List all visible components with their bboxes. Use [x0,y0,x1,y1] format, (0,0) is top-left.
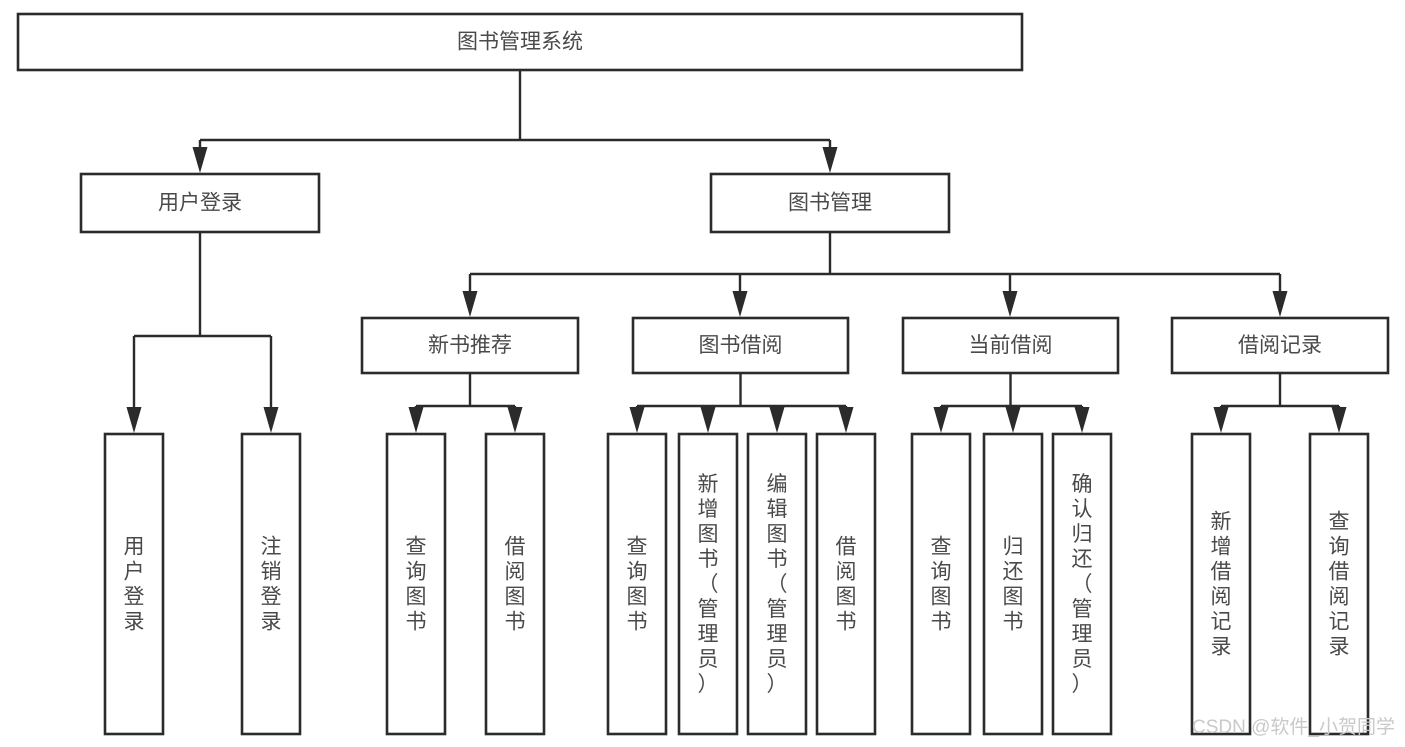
arrow-head-icon [732,291,748,317]
node-leaf-add-record-label: 新增借阅记录 [1211,511,1232,659]
node-leaf-return-book-box[interactable] [982,432,1044,736]
node-leaf-add-book[interactable]: 新增图书（管理员） [677,432,739,736]
node-leaf-query-record-box[interactable] [1308,432,1370,736]
node-current-borrow-label: 当前借阅 [969,334,1053,357]
arrow-head-icon [769,407,785,433]
node-leaf-user-login-label: 用户登录 [124,536,145,634]
arrow-head-icon [1074,407,1090,433]
node-leaf-user-login[interactable]: 用户登录 [103,432,165,736]
node-leaf-query-book-3-box[interactable] [910,432,972,736]
node-book-management-box[interactable] [709,172,951,234]
node-book-borrow-box[interactable] [631,316,850,375]
node-leaf-borrow-book-1-box[interactable] [484,432,546,736]
arrow-head-icon [933,407,949,433]
node-leaf-confirm-return-box[interactable] [1051,432,1113,736]
connector-records-to-leaves [1213,373,1347,433]
node-leaf-add-record[interactable]: 新增借阅记录 [1190,432,1252,736]
arrow-head-icon [700,407,716,433]
node-root-box[interactable] [16,12,1024,72]
node-book-borrow-label: 图书借阅 [699,334,783,357]
node-leaf-borrow-book-2[interactable]: 借阅图书 [815,432,877,736]
connector-currentborrow-to-leaves [933,373,1090,433]
arrow-head-icon [1213,407,1229,433]
connector-root-to-level2 [192,70,838,173]
connector-userlogin-to-leaves [126,232,279,433]
node-leaf-confirm-return[interactable]: 确认归还（管理员） [1051,432,1113,736]
node-book-management-label: 图书管理 [788,192,872,215]
node-new-book-recommend-label: 新书推荐 [428,334,512,357]
node-book-management[interactable]: 图书管理 [709,172,951,234]
node-leaf-return-book-label: 归还图书 [1003,536,1024,634]
nodes-layer: 图书管理系统用户登录图书管理新书推荐图书借阅当前借阅借阅记录用户登录注销登录查询… [16,12,1390,736]
node-leaf-logout[interactable]: 注销登录 [240,432,302,736]
node-root-label: 图书管理系统 [457,31,583,54]
node-leaf-confirm-return-label: 确认归还（管理员） [1072,473,1093,696]
node-leaf-edit-book-label: 编辑图书（管理员） [767,473,788,696]
node-user-login-label: 用户登录 [158,192,242,215]
arrow-head-icon [1005,407,1021,433]
connector-newbook-to-leaves [408,373,523,433]
node-leaf-query-book-2-label: 查询图书 [627,536,648,634]
arrow-head-icon [462,291,478,317]
node-leaf-query-book-1-box[interactable] [385,432,447,736]
arrow-head-icon [1272,291,1288,317]
node-leaf-return-book[interactable]: 归还图书 [982,432,1044,736]
node-leaf-add-book-box[interactable] [677,432,739,736]
arrow-head-icon [1331,407,1347,433]
node-borrow-records-box[interactable] [1170,316,1390,375]
node-borrow-records-label: 借阅记录 [1238,334,1322,357]
node-root[interactable]: 图书管理系统 [16,12,1024,72]
node-new-book-recommend-box[interactable] [360,316,580,375]
connector-bookmgmt-to-level3 [462,232,1288,317]
node-leaf-edit-book[interactable]: 编辑图书（管理员） [746,432,808,736]
arrow-head-icon [838,407,854,433]
node-leaf-query-record-label: 查询借阅记录 [1329,511,1350,659]
node-leaf-edit-book-box[interactable] [746,432,808,736]
node-leaf-query-record[interactable]: 查询借阅记录 [1308,432,1370,736]
node-user-login-box[interactable] [79,172,321,234]
arrow-head-icon [263,407,279,433]
csdn-watermark: CSDN @软件_小贺同学 [1192,716,1395,738]
connectors-layer [126,70,1347,433]
node-leaf-borrow-book-2-box[interactable] [815,432,877,736]
arrow-head-icon [507,407,523,433]
node-user-login[interactable]: 用户登录 [79,172,321,234]
node-leaf-borrow-book-1[interactable]: 借阅图书 [484,432,546,736]
arrow-head-icon [126,407,142,433]
node-current-borrow[interactable]: 当前借阅 [901,316,1120,375]
node-leaf-query-book-1-label: 查询图书 [406,536,427,634]
arrow-head-icon [822,147,838,173]
node-leaf-query-book-2-box[interactable] [606,432,668,736]
node-leaf-query-book-3[interactable]: 查询图书 [910,432,972,736]
node-leaf-borrow-book-2-label: 借阅图书 [836,536,857,634]
node-leaf-add-record-box[interactable] [1190,432,1252,736]
arrow-head-icon [1002,291,1018,317]
node-leaf-query-book-3-label: 查询图书 [931,536,952,634]
node-leaf-logout-box[interactable] [240,432,302,736]
node-book-borrow[interactable]: 图书借阅 [631,316,850,375]
node-new-book-recommend[interactable]: 新书推荐 [360,316,580,375]
node-leaf-borrow-book-1-label: 借阅图书 [505,536,526,634]
node-leaf-logout-label: 注销登录 [261,536,282,634]
node-leaf-user-login-box[interactable] [103,432,165,736]
connector-bookborrow-to-leaves [629,373,854,433]
node-leaf-add-book-label: 新增图书（管理员） [698,473,719,696]
node-leaf-query-book-1[interactable]: 查询图书 [385,432,447,736]
node-current-borrow-box[interactable] [901,316,1120,375]
node-borrow-records[interactable]: 借阅记录 [1170,316,1390,375]
node-leaf-query-book-2[interactable]: 查询图书 [606,432,668,736]
arrow-head-icon [408,407,424,433]
arrow-head-icon [192,147,208,173]
arrow-head-icon [629,407,645,433]
